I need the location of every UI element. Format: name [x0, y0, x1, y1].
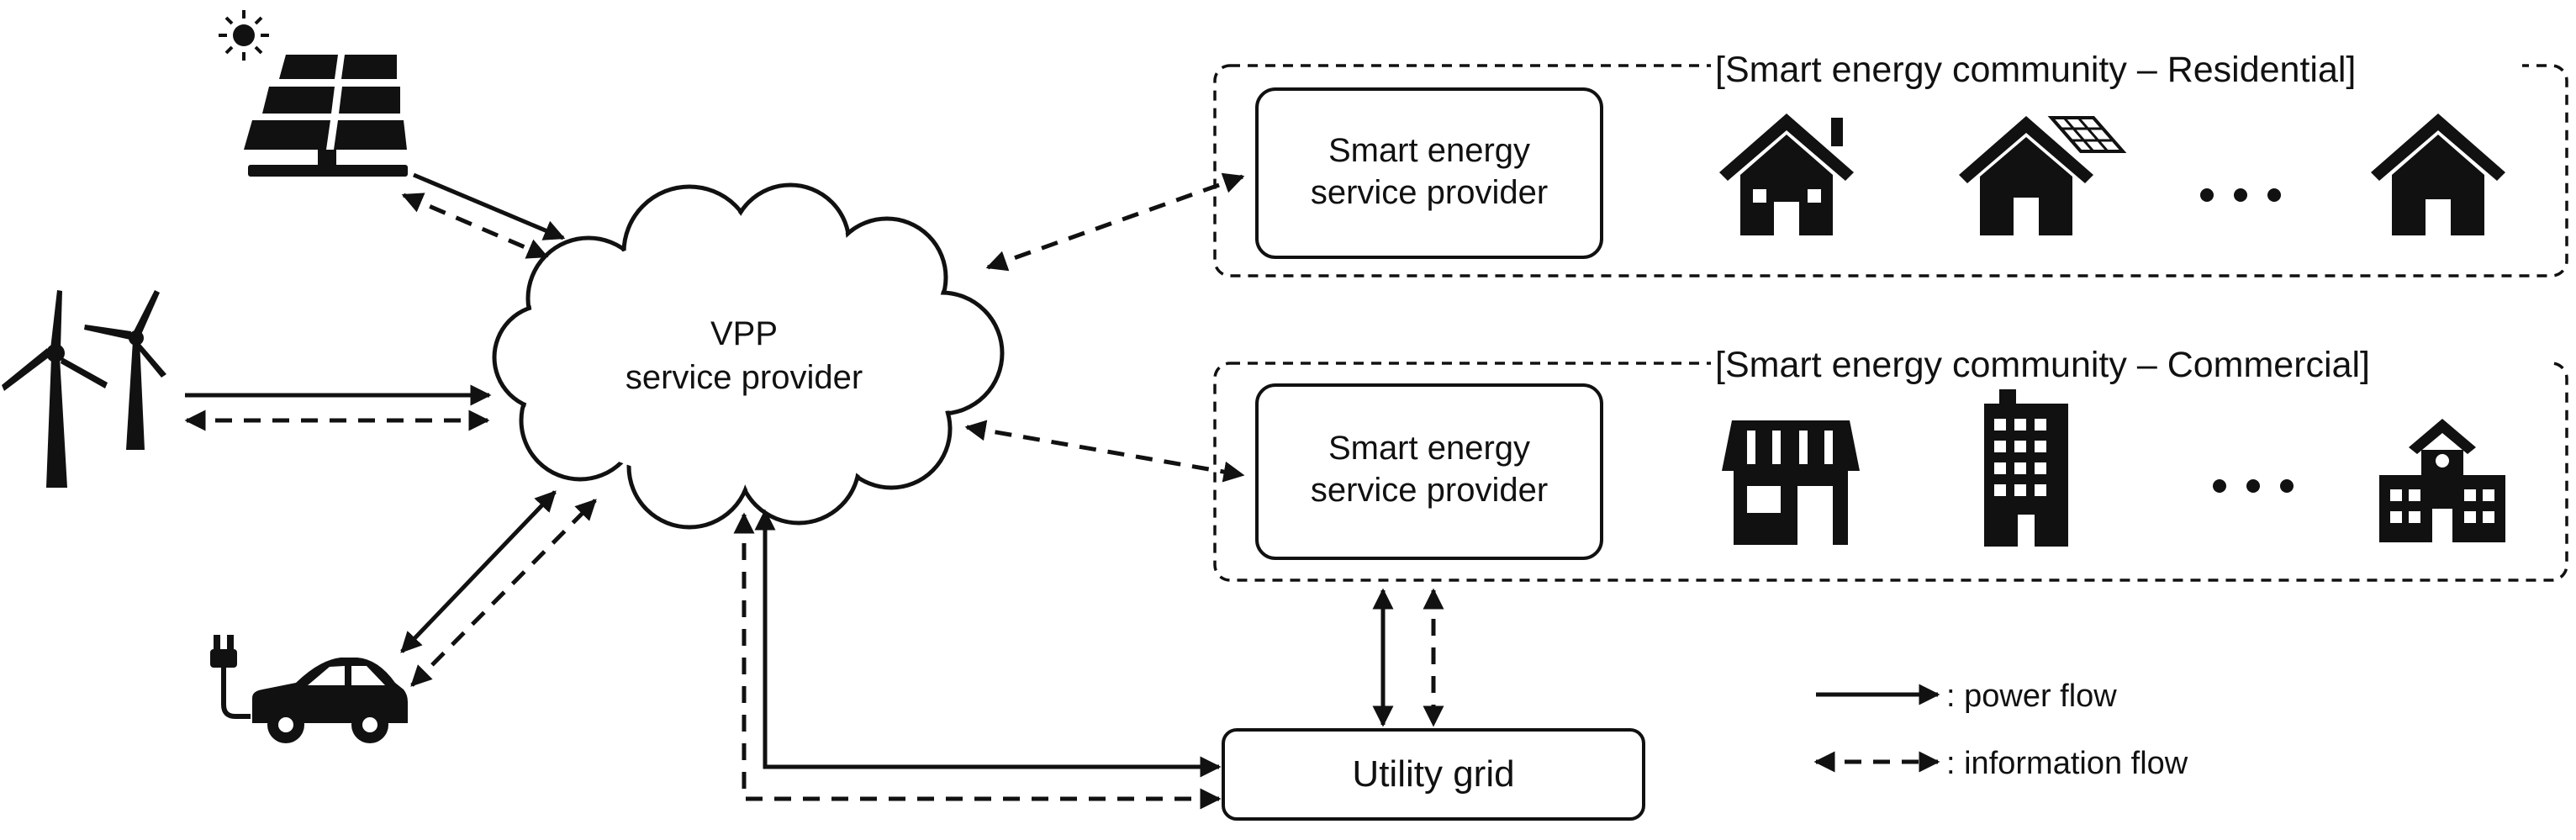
house-icon — [1719, 114, 1854, 235]
commercial-provider-line2: service provider — [1311, 472, 1548, 509]
store-icon — [1722, 420, 1860, 545]
commercial-community-title: [Smart energy community – Commercial] — [1715, 345, 2370, 385]
vpp-commercial-info-arrow — [964, 420, 1245, 483]
sun-icon — [219, 10, 269, 61]
ellipsis-icon — [2200, 188, 2281, 202]
commercial-service-provider-box: Smart energy service provider — [1255, 383, 1603, 560]
residential-service-provider-box: Smart energy service provider — [1255, 87, 1603, 259]
ellipsis-icon — [2213, 479, 2294, 493]
utility-grid-label: Utility grid — [1352, 753, 1514, 795]
legend: : power flow : information flow — [1813, 679, 2188, 781]
commercial-utility-arrows — [1372, 588, 1444, 727]
solar-panel-icon — [244, 55, 408, 177]
vpp-service-provider-cloud: VPP service provider — [492, 182, 1005, 530]
commercial-community-group: [Smart energy community – Commercial] Sm… — [1213, 343, 2568, 582]
wind-turbine-icon — [2, 290, 166, 488]
vpp-label-line1: VPP — [710, 315, 778, 352]
residential-provider-line1: Smart energy — [1328, 132, 1530, 169]
office-building-icon — [1984, 389, 2068, 547]
legend-information-flow-label: : information flow — [1946, 746, 2188, 781]
residential-community-title: [Smart energy community – Residential] — [1715, 50, 2356, 90]
house-icon — [2371, 114, 2505, 235]
school-icon — [2379, 419, 2505, 542]
house-with-solar-roof-icon — [1959, 116, 2127, 235]
wind-vpp-arrows — [184, 384, 492, 431]
utility-grid-box: Utility grid — [1222, 728, 1645, 821]
solar-vpp-arrows — [401, 172, 566, 259]
vpp-label-line2: service provider — [626, 359, 863, 396]
legend-power-flow-label: : power flow — [1946, 679, 2117, 714]
electric-car-icon — [210, 635, 408, 743]
vpp-residential-info-arrow — [985, 172, 1245, 272]
vpp-utility-arrows — [733, 509, 1222, 810]
residential-community-group: [Smart energy community – Residential] S… — [1213, 49, 2568, 277]
commercial-provider-line1: Smart energy — [1328, 430, 1530, 467]
ev-vpp-arrows — [400, 490, 597, 687]
residential-provider-line2: service provider — [1311, 174, 1548, 211]
